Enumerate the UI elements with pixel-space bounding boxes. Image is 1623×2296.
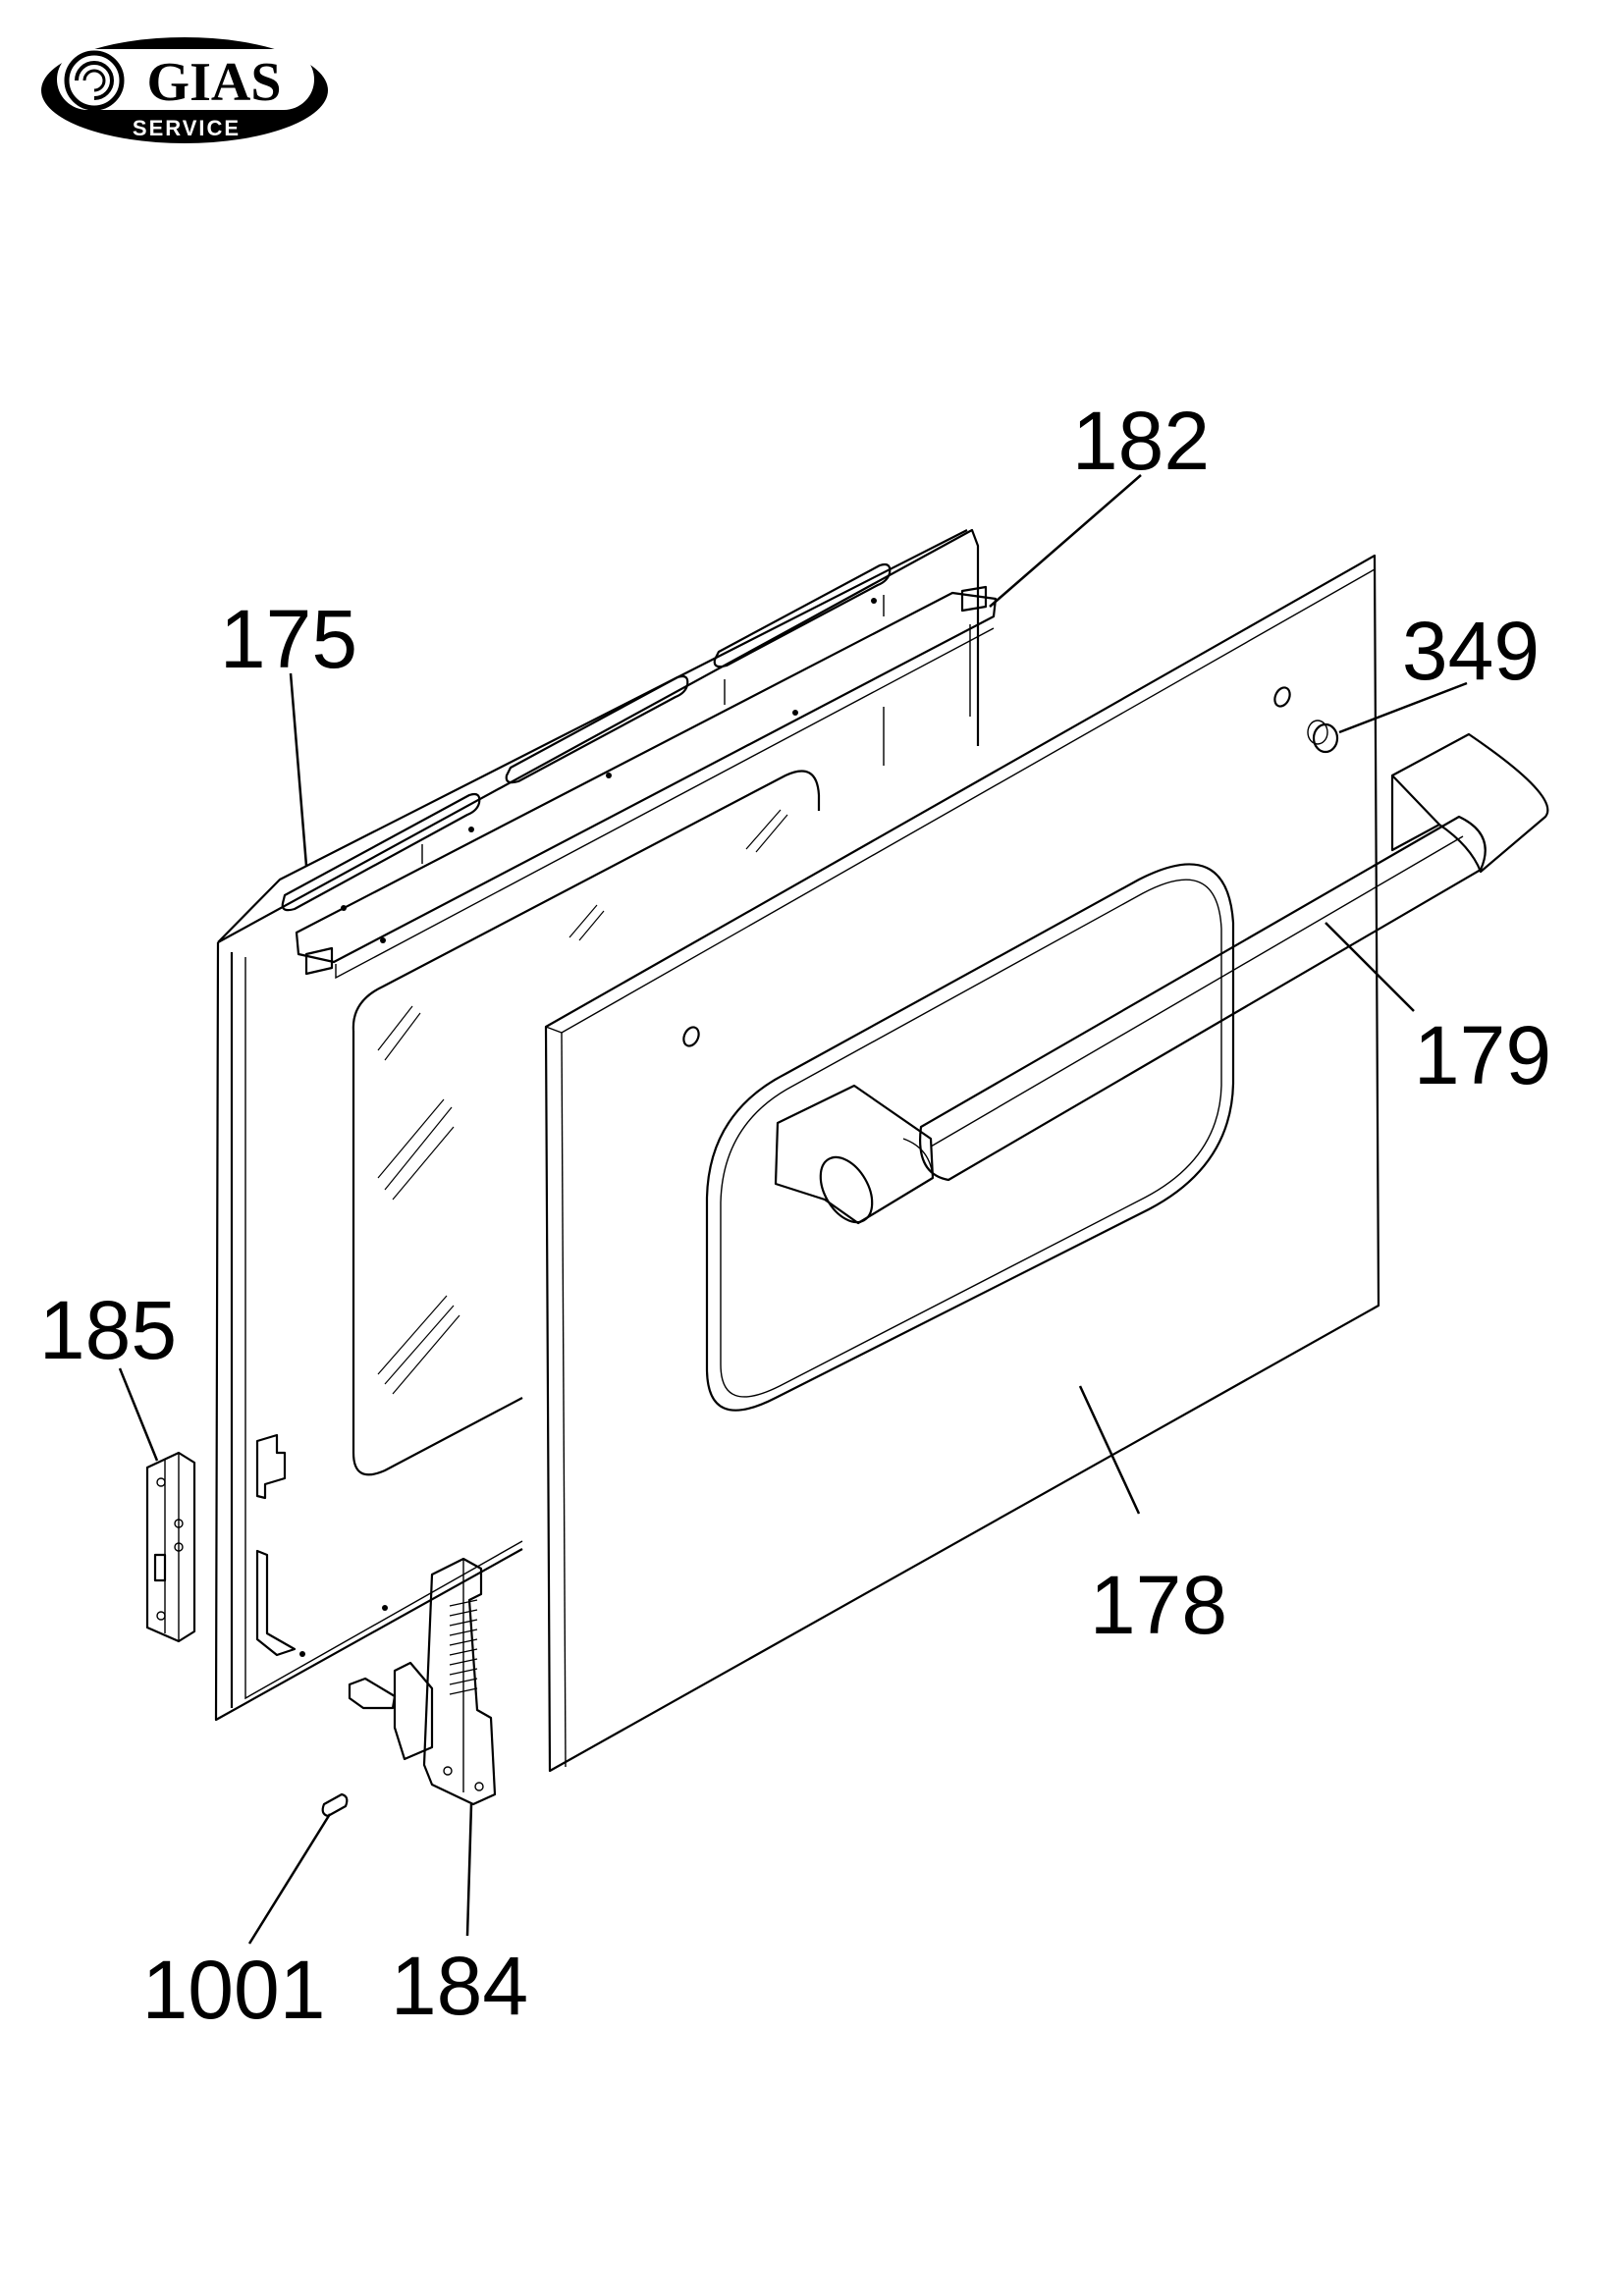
leader-178 — [1078, 1385, 1141, 1515]
leader-349 — [1338, 681, 1468, 734]
door-handle — [774, 732, 1549, 1225]
part-label-178: 178 — [1090, 1559, 1227, 1651]
outer-door-panel — [544, 554, 1380, 1773]
door-latch-part — [145, 1451, 196, 1643]
part-label-349: 349 — [1402, 605, 1540, 697]
logo-inner-band — [57, 49, 314, 110]
leader-179 — [1325, 922, 1415, 1012]
gias-service-logo: GIAS SERVICE — [41, 37, 328, 143]
leader-lines — [118, 474, 1468, 1945]
logo-tagline: SERVICE — [133, 116, 241, 140]
part-label-182: 182 — [1072, 395, 1210, 487]
part-label-179: 179 — [1414, 1009, 1551, 1101]
glass-hatching — [377, 809, 788, 1395]
part-label-185: 185 — [39, 1284, 177, 1376]
part-label-175: 175 — [220, 593, 357, 685]
leader-185 — [118, 1367, 159, 1462]
hinge-spring — [449, 1599, 478, 1695]
leader-182 — [989, 474, 1142, 608]
leader-184 — [465, 1803, 473, 1937]
leader-175 — [289, 672, 308, 867]
leader-1001 — [247, 1813, 332, 1945]
part-label-184: 184 — [391, 1940, 528, 2032]
inner-door-frame — [214, 528, 998, 1722]
bush-part — [1307, 720, 1339, 754]
door-hinge-part — [348, 1557, 497, 1806]
pin-part — [321, 1792, 349, 1818]
part-labels: 182 175 349 179 185 178 1001 184 — [39, 395, 1551, 2036]
logo-name: GIAS — [147, 52, 282, 113]
swirl-icon — [64, 50, 125, 111]
part-label-1001: 1001 — [142, 1944, 326, 2036]
